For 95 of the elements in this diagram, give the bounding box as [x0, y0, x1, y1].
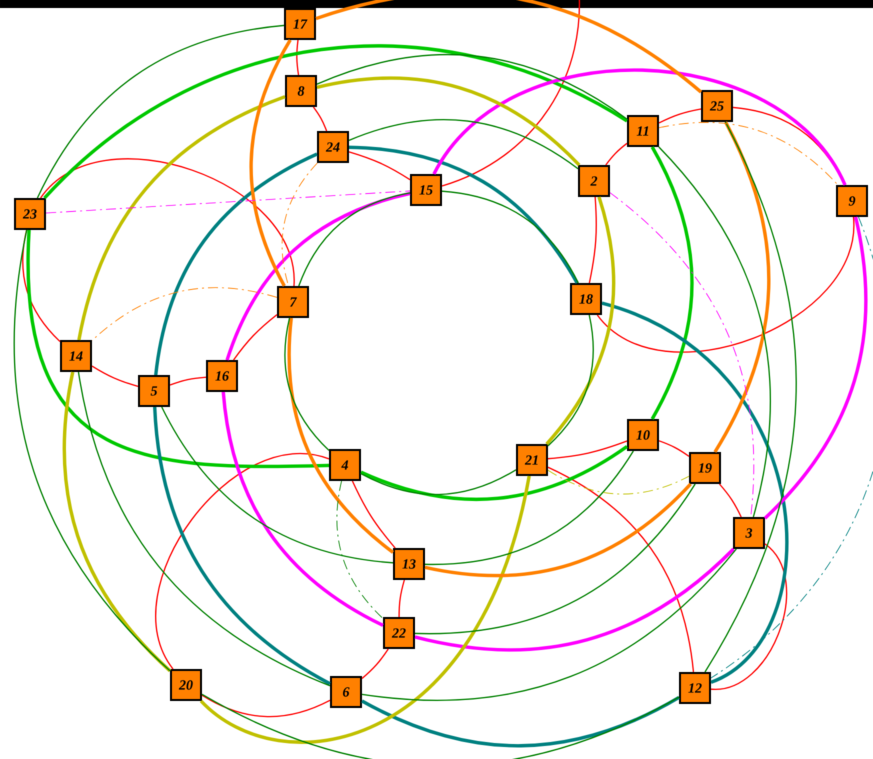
connector: [316, 0, 702, 94]
node-box: 13: [393, 548, 425, 580]
connector: [704, 122, 797, 672]
connector: [298, 192, 410, 286]
connector: [46, 190, 410, 214]
connector: [14, 230, 170, 672]
node-box: 24: [317, 131, 349, 163]
connector: [658, 146, 771, 518]
connector: [22, 230, 60, 342]
node-box: 17: [284, 8, 316, 40]
connector: [26, 230, 330, 468]
connector: [764, 216, 868, 520]
connector: [36, 24, 284, 198]
connector: [605, 142, 628, 166]
connector: [348, 146, 579, 284]
connector: [548, 470, 690, 494]
connector: [432, 68, 847, 186]
connector: [424, 482, 692, 578]
connector: [62, 372, 172, 672]
node-box: 11: [627, 115, 659, 147]
connector: [348, 151, 410, 180]
connector: [78, 372, 330, 686]
connector: [348, 119, 578, 170]
connector: [415, 484, 696, 634]
connector: [713, 121, 770, 453]
connector: [336, 480, 384, 619]
connector: [77, 95, 286, 340]
connector: [442, 0, 580, 187]
connector: [233, 314, 278, 360]
connector: [226, 192, 410, 361]
connector: [425, 450, 634, 565]
node-box: 7: [277, 286, 309, 318]
connector: [710, 216, 873, 678]
connector: [202, 694, 330, 718]
node-box: 18: [570, 283, 602, 315]
node-box: 9: [836, 185, 868, 217]
connector: [296, 40, 300, 76]
connector: [548, 466, 694, 672]
node-box: 5: [138, 375, 170, 407]
node-box: 12: [679, 672, 711, 704]
connector: [398, 580, 405, 617]
connector: [312, 106, 328, 132]
connector: [362, 548, 737, 702]
connector: [250, 39, 292, 287]
node-box: 22: [383, 617, 415, 649]
connector: [43, 44, 628, 200]
node-box: 4: [329, 449, 361, 481]
connector: [161, 406, 394, 564]
node-box: 25: [701, 90, 733, 122]
connector: [92, 366, 138, 387]
connector: [362, 648, 389, 680]
node-box: 23: [14, 198, 46, 230]
node-box: 20: [170, 669, 202, 701]
connector: [548, 440, 628, 460]
connector: [352, 480, 396, 548]
connector: [284, 318, 330, 451]
connector: [155, 453, 330, 670]
node-box: 16: [206, 360, 238, 392]
connector: [414, 548, 735, 652]
connector: [153, 406, 331, 686]
node-box: 3: [733, 517, 765, 549]
connector: [170, 376, 206, 386]
connector: [92, 287, 278, 341]
connector: [222, 392, 384, 627]
node-box: 10: [627, 419, 659, 451]
connector: [596, 216, 854, 352]
connector: [710, 543, 788, 690]
node-box: 21: [516, 444, 548, 476]
connector: [658, 440, 690, 457]
connector: [658, 122, 838, 186]
node-box: 8: [285, 75, 317, 107]
node-box: 6: [330, 676, 362, 708]
connector: [360, 445, 628, 502]
connector: [202, 694, 680, 759]
connector: [288, 318, 394, 554]
connector: [442, 190, 579, 284]
connector: [545, 196, 616, 446]
connector: [361, 696, 680, 748]
node-box: 15: [410, 174, 442, 206]
connector: [360, 469, 516, 496]
connector: [154, 152, 318, 376]
connector: [548, 314, 594, 446]
connector: [200, 476, 531, 744]
connector: [316, 54, 628, 120]
connector: [650, 146, 694, 420]
connector: [601, 302, 788, 684]
node-box: 2: [578, 165, 610, 197]
connector: [588, 196, 597, 284]
connector: [610, 192, 754, 518]
connector: [658, 108, 702, 124]
connector: [40, 158, 295, 286]
connector: [718, 484, 742, 518]
connector: [316, 76, 580, 166]
node-box: 19: [689, 452, 721, 484]
node-box: 14: [60, 340, 92, 372]
